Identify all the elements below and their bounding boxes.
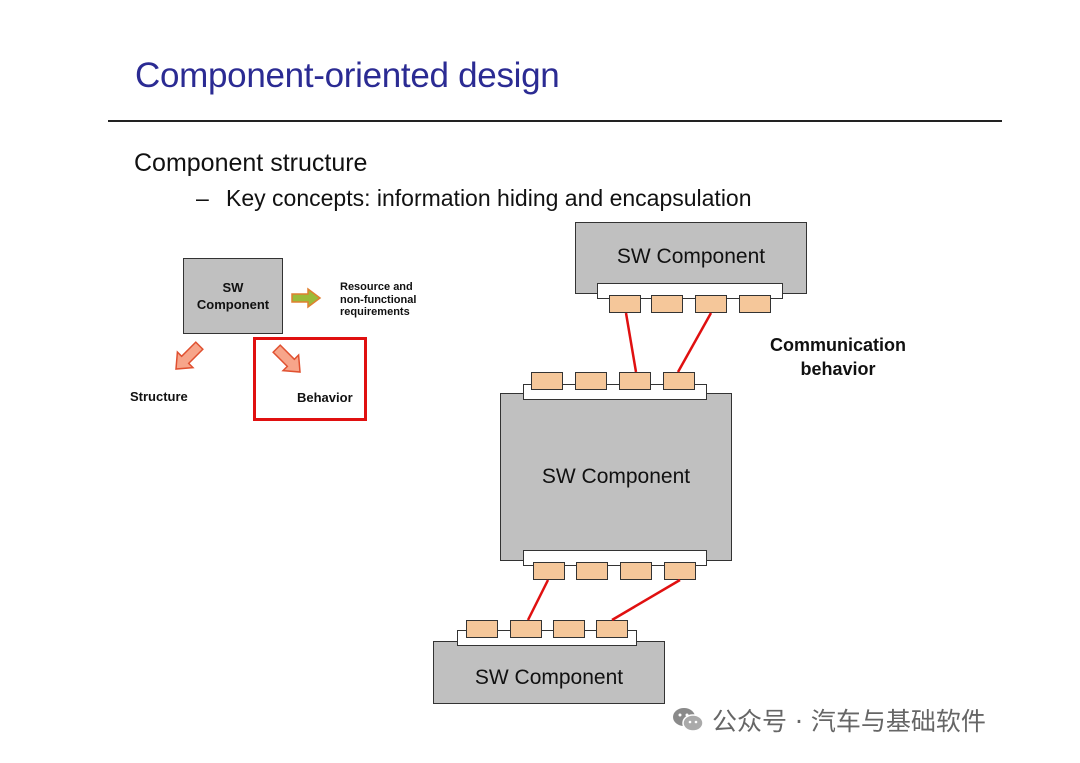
port-bar-middle-top — [523, 384, 707, 400]
port — [553, 620, 585, 638]
resource-label: Resource and non-functional requirements — [340, 281, 417, 318]
communication-behavior-label: Communication behavior — [769, 335, 906, 379]
port — [510, 620, 542, 638]
port — [739, 295, 771, 313]
port-bar-top — [597, 283, 783, 299]
connector-line — [676, 312, 713, 373]
port-bar-bottom — [457, 630, 637, 646]
port — [466, 620, 498, 638]
watermark: 公众号 · 汽车与基础软件 — [672, 702, 986, 738]
port — [531, 372, 563, 390]
port — [575, 372, 607, 390]
small-sw-component: SW Component — [183, 258, 283, 334]
port-bar-middle-bottom — [523, 550, 707, 566]
small-component-line1: SW — [222, 280, 244, 295]
bullet-sub-text: Key concepts: information hiding and enc… — [226, 185, 752, 211]
bullet-dash: – — [196, 185, 209, 211]
bullet-main: Component structure — [134, 149, 368, 177]
sw-component-bottom: SW Component — [433, 641, 665, 704]
behavior-label: Behavior — [297, 390, 353, 405]
port — [533, 562, 565, 580]
connector-line — [624, 312, 638, 373]
behavior-highlight-box — [253, 337, 367, 421]
slide-title: Component-oriented design — [135, 56, 560, 95]
sw-component-top-label: SW Component — [616, 245, 766, 268]
port — [576, 562, 608, 580]
port — [620, 562, 652, 580]
resource-arrow-icon — [291, 287, 322, 309]
sw-component-bottom-label: SW Component — [474, 666, 624, 689]
behavior-arrow-icon — [272, 344, 301, 373]
connector-line — [526, 579, 550, 621]
structure-arrow-icon — [175, 341, 204, 370]
port — [651, 295, 683, 313]
structure-label: Structure — [130, 389, 188, 404]
small-component-line2: Component — [196, 297, 270, 312]
port — [596, 620, 628, 638]
sw-component-middle-label: SW Component — [541, 465, 691, 488]
port — [664, 562, 696, 580]
sw-component-top: SW Component — [575, 222, 807, 294]
port — [695, 295, 727, 313]
port — [619, 372, 651, 390]
watermark-text: 公众号 · 汽车与基础软件 — [712, 707, 986, 736]
wechat-icon — [673, 708, 704, 732]
title-divider — [108, 120, 1002, 122]
sw-component-middle: SW Component — [500, 393, 732, 561]
bullet-sub: –Key concepts: information hiding and en… — [196, 185, 752, 212]
port — [609, 295, 641, 313]
connector-line — [611, 578, 681, 622]
